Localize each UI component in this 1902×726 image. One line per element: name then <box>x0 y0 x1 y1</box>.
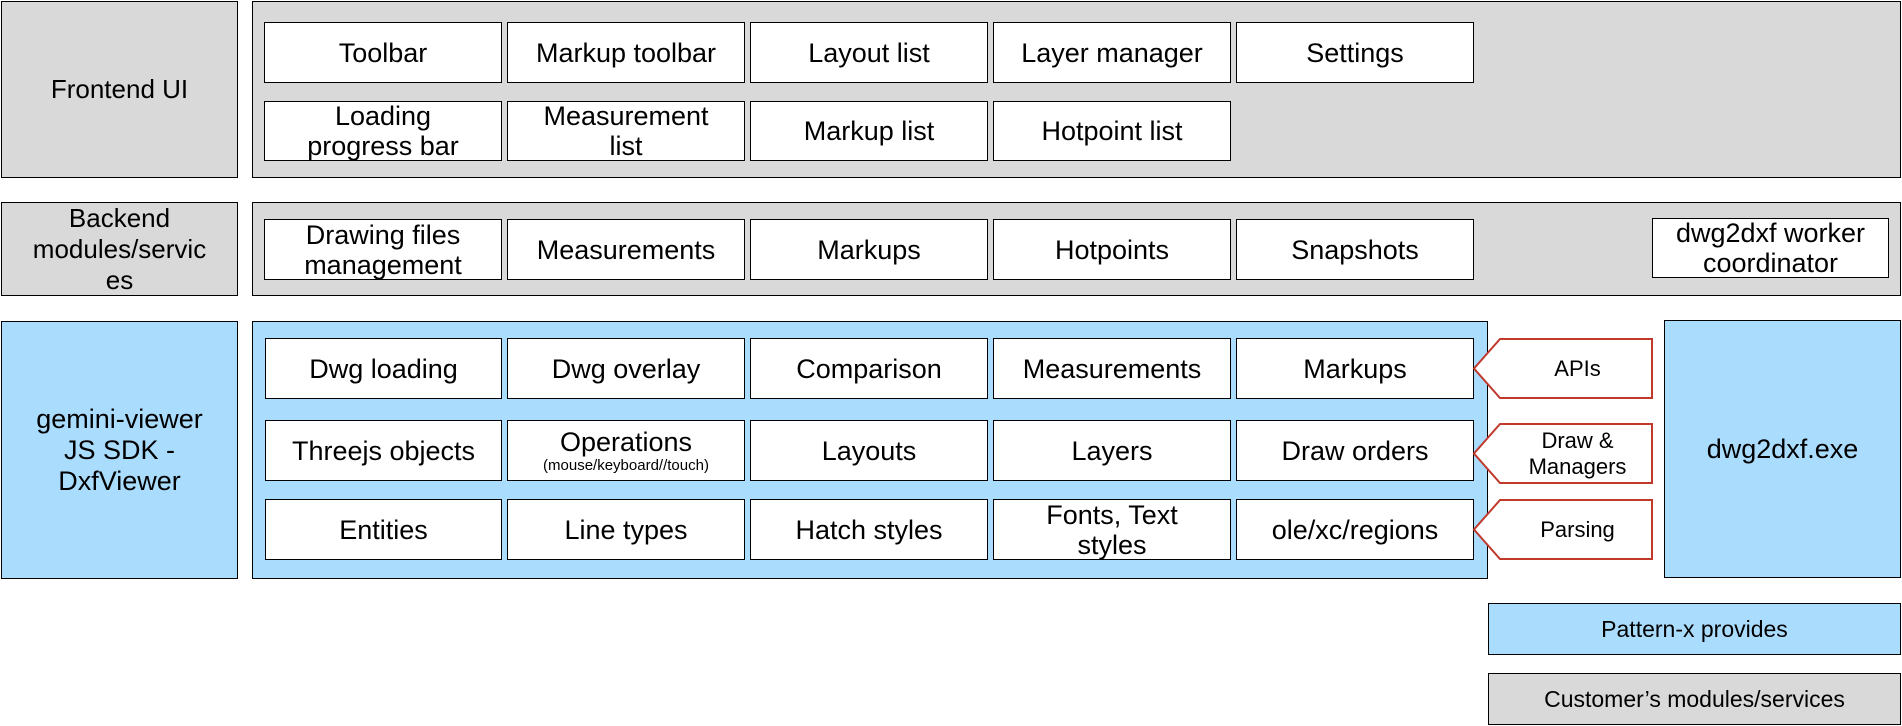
frontend-markup-toolbar-text: Markup toolbar <box>535 37 717 68</box>
sdk-layers: Layers <box>993 420 1231 481</box>
dwg2dxf-exe-label: dwg2dxf.exe <box>1706 433 1859 464</box>
backend-snapshots: Snapshots <box>1236 219 1474 280</box>
sdk-layouts: Layouts <box>750 420 988 481</box>
sdk-dwg-loading: Dwg loading <box>265 338 502 399</box>
sdk-entities: Entities <box>265 499 502 560</box>
sdk-label: gemini-viewer JS SDK - DxfViewer <box>36 403 203 496</box>
sdk-fonts-text-styles: Fonts, Text styles <box>993 499 1231 560</box>
sdk-ole-xc-regions: ole/xc/regions <box>1236 499 1474 560</box>
apis-arrow-label: APIs <box>1554 356 1601 381</box>
sdk-operations-title: Operations <box>559 427 693 457</box>
frontend-layout-list: Layout list <box>750 22 988 83</box>
frontend-markup-list: Markup list <box>750 101 988 161</box>
frontend-loading-progress-bar: Loading progress bar <box>264 101 502 161</box>
parsing-arrow-label: Parsing <box>1540 517 1615 542</box>
legend-pattern-x-provides: Pattern-x provides <box>1488 603 1901 655</box>
frontend-layout-list-text: Layout list <box>808 37 930 68</box>
backend-measurements-text: Measurements <box>536 234 716 265</box>
sdk-line-types: Line types <box>507 499 745 560</box>
frontend-layer-manager-text: Layer manager <box>1021 37 1203 68</box>
apis-arrow <box>1472 338 1653 399</box>
sdk-hatch-styles: Hatch styles <box>750 499 988 560</box>
frontend-markup-toolbar: Markup toolbar <box>507 22 745 83</box>
sdk-hatch-styles-text: Hatch styles <box>795 514 943 545</box>
backend-drawing-files-management: Drawing files management <box>264 219 502 280</box>
sdk-operations-subtitle: (mouse/keyboard//touch) <box>543 457 709 474</box>
parsing-arrow <box>1472 499 1653 560</box>
backend-dwg2dxf-worker-coordinator: dwg2dxf worker coordinator <box>1652 218 1889 278</box>
sdk-comparison: Comparison <box>750 338 988 399</box>
sdk-ole-xc-regions-text: ole/xc/regions <box>1271 514 1439 545</box>
frontend-hotpoint-list: Hotpoint list <box>993 101 1231 161</box>
draw-managers-arrow <box>1472 423 1653 484</box>
sdk-layers-text: Layers <box>1071 435 1153 466</box>
backend-snapshots-text: Snapshots <box>1291 234 1419 265</box>
frontend-toolbar: Toolbar <box>264 22 502 83</box>
sdk-fonts-text-styles-text: Fonts, Text styles <box>1046 499 1178 560</box>
sdk-draw-orders-text: Draw orders <box>1281 435 1429 466</box>
dwg2dxf-exe-box: dwg2dxf.exe <box>1664 320 1901 578</box>
frontend-measurement-list: Measurement list <box>507 101 745 161</box>
sdk-entities-text: Entities <box>339 514 428 545</box>
frontend-toolbar-text: Toolbar <box>338 37 428 68</box>
sdk-label-box: gemini-viewer JS SDK - DxfViewer <box>1 321 238 579</box>
backend-dwg2dxf-worker-coordinator-text: dwg2dxf worker coordinator <box>1675 218 1866 278</box>
sdk-threejs-objects: Threejs objects <box>265 420 502 481</box>
backend-hotpoints-text: Hotpoints <box>1054 234 1170 265</box>
frontend-ui-label-box: Frontend UI <box>1 1 238 178</box>
frontend-markup-list-text: Markup list <box>803 116 935 146</box>
sdk-markups-text: Markups <box>1303 353 1407 384</box>
sdk-dwg-loading-text: Dwg loading <box>309 353 458 384</box>
sdk-threejs-objects-text: Threejs objects <box>291 435 476 466</box>
frontend-layer-manager: Layer manager <box>993 22 1231 83</box>
backend-markups-text: Markups <box>817 234 921 265</box>
draw-managers-arrow-label: Draw & Managers <box>1528 428 1627 479</box>
sdk-draw-orders: Draw orders <box>1236 420 1474 481</box>
legend-customer-modules: Customer’s modules/services <box>1488 673 1901 725</box>
frontend-settings: Settings <box>1236 22 1474 83</box>
frontend-hotpoint-list-text: Hotpoint list <box>1041 116 1183 146</box>
backend-hotpoints: Hotpoints <box>993 219 1231 280</box>
sdk-measurements-text: Measurements <box>1022 353 1202 384</box>
sdk-operations: Operations (mouse/keyboard//touch) <box>507 420 745 481</box>
backend-drawing-files-management-text: Drawing files management <box>304 219 462 280</box>
sdk-comparison-text: Comparison <box>796 353 942 384</box>
sdk-markups: Markups <box>1236 338 1474 399</box>
backend-measurements: Measurements <box>507 219 745 280</box>
frontend-measurement-list-text: Measurement list <box>543 101 709 161</box>
legend-pattern-x-provides-text: Pattern-x provides <box>1601 615 1788 642</box>
sdk-dwg-overlay: Dwg overlay <box>507 338 745 399</box>
frontend-settings-text: Settings <box>1306 37 1404 68</box>
backend-label-box: Backend modules/servic es <box>1 202 238 296</box>
sdk-measurements: Measurements <box>993 338 1231 399</box>
frontend-ui-label: Frontend UI <box>50 74 189 104</box>
sdk-dwg-overlay-text: Dwg overlay <box>551 353 701 384</box>
frontend-loading-progress-bar-text: Loading progress bar <box>307 101 459 161</box>
legend-customer-modules-text: Customer’s modules/services <box>1544 685 1845 712</box>
backend-markups: Markups <box>750 219 988 280</box>
sdk-line-types-text: Line types <box>564 514 688 545</box>
sdk-layouts-text: Layouts <box>821 435 917 466</box>
backend-label: Backend modules/servic es <box>32 202 207 295</box>
